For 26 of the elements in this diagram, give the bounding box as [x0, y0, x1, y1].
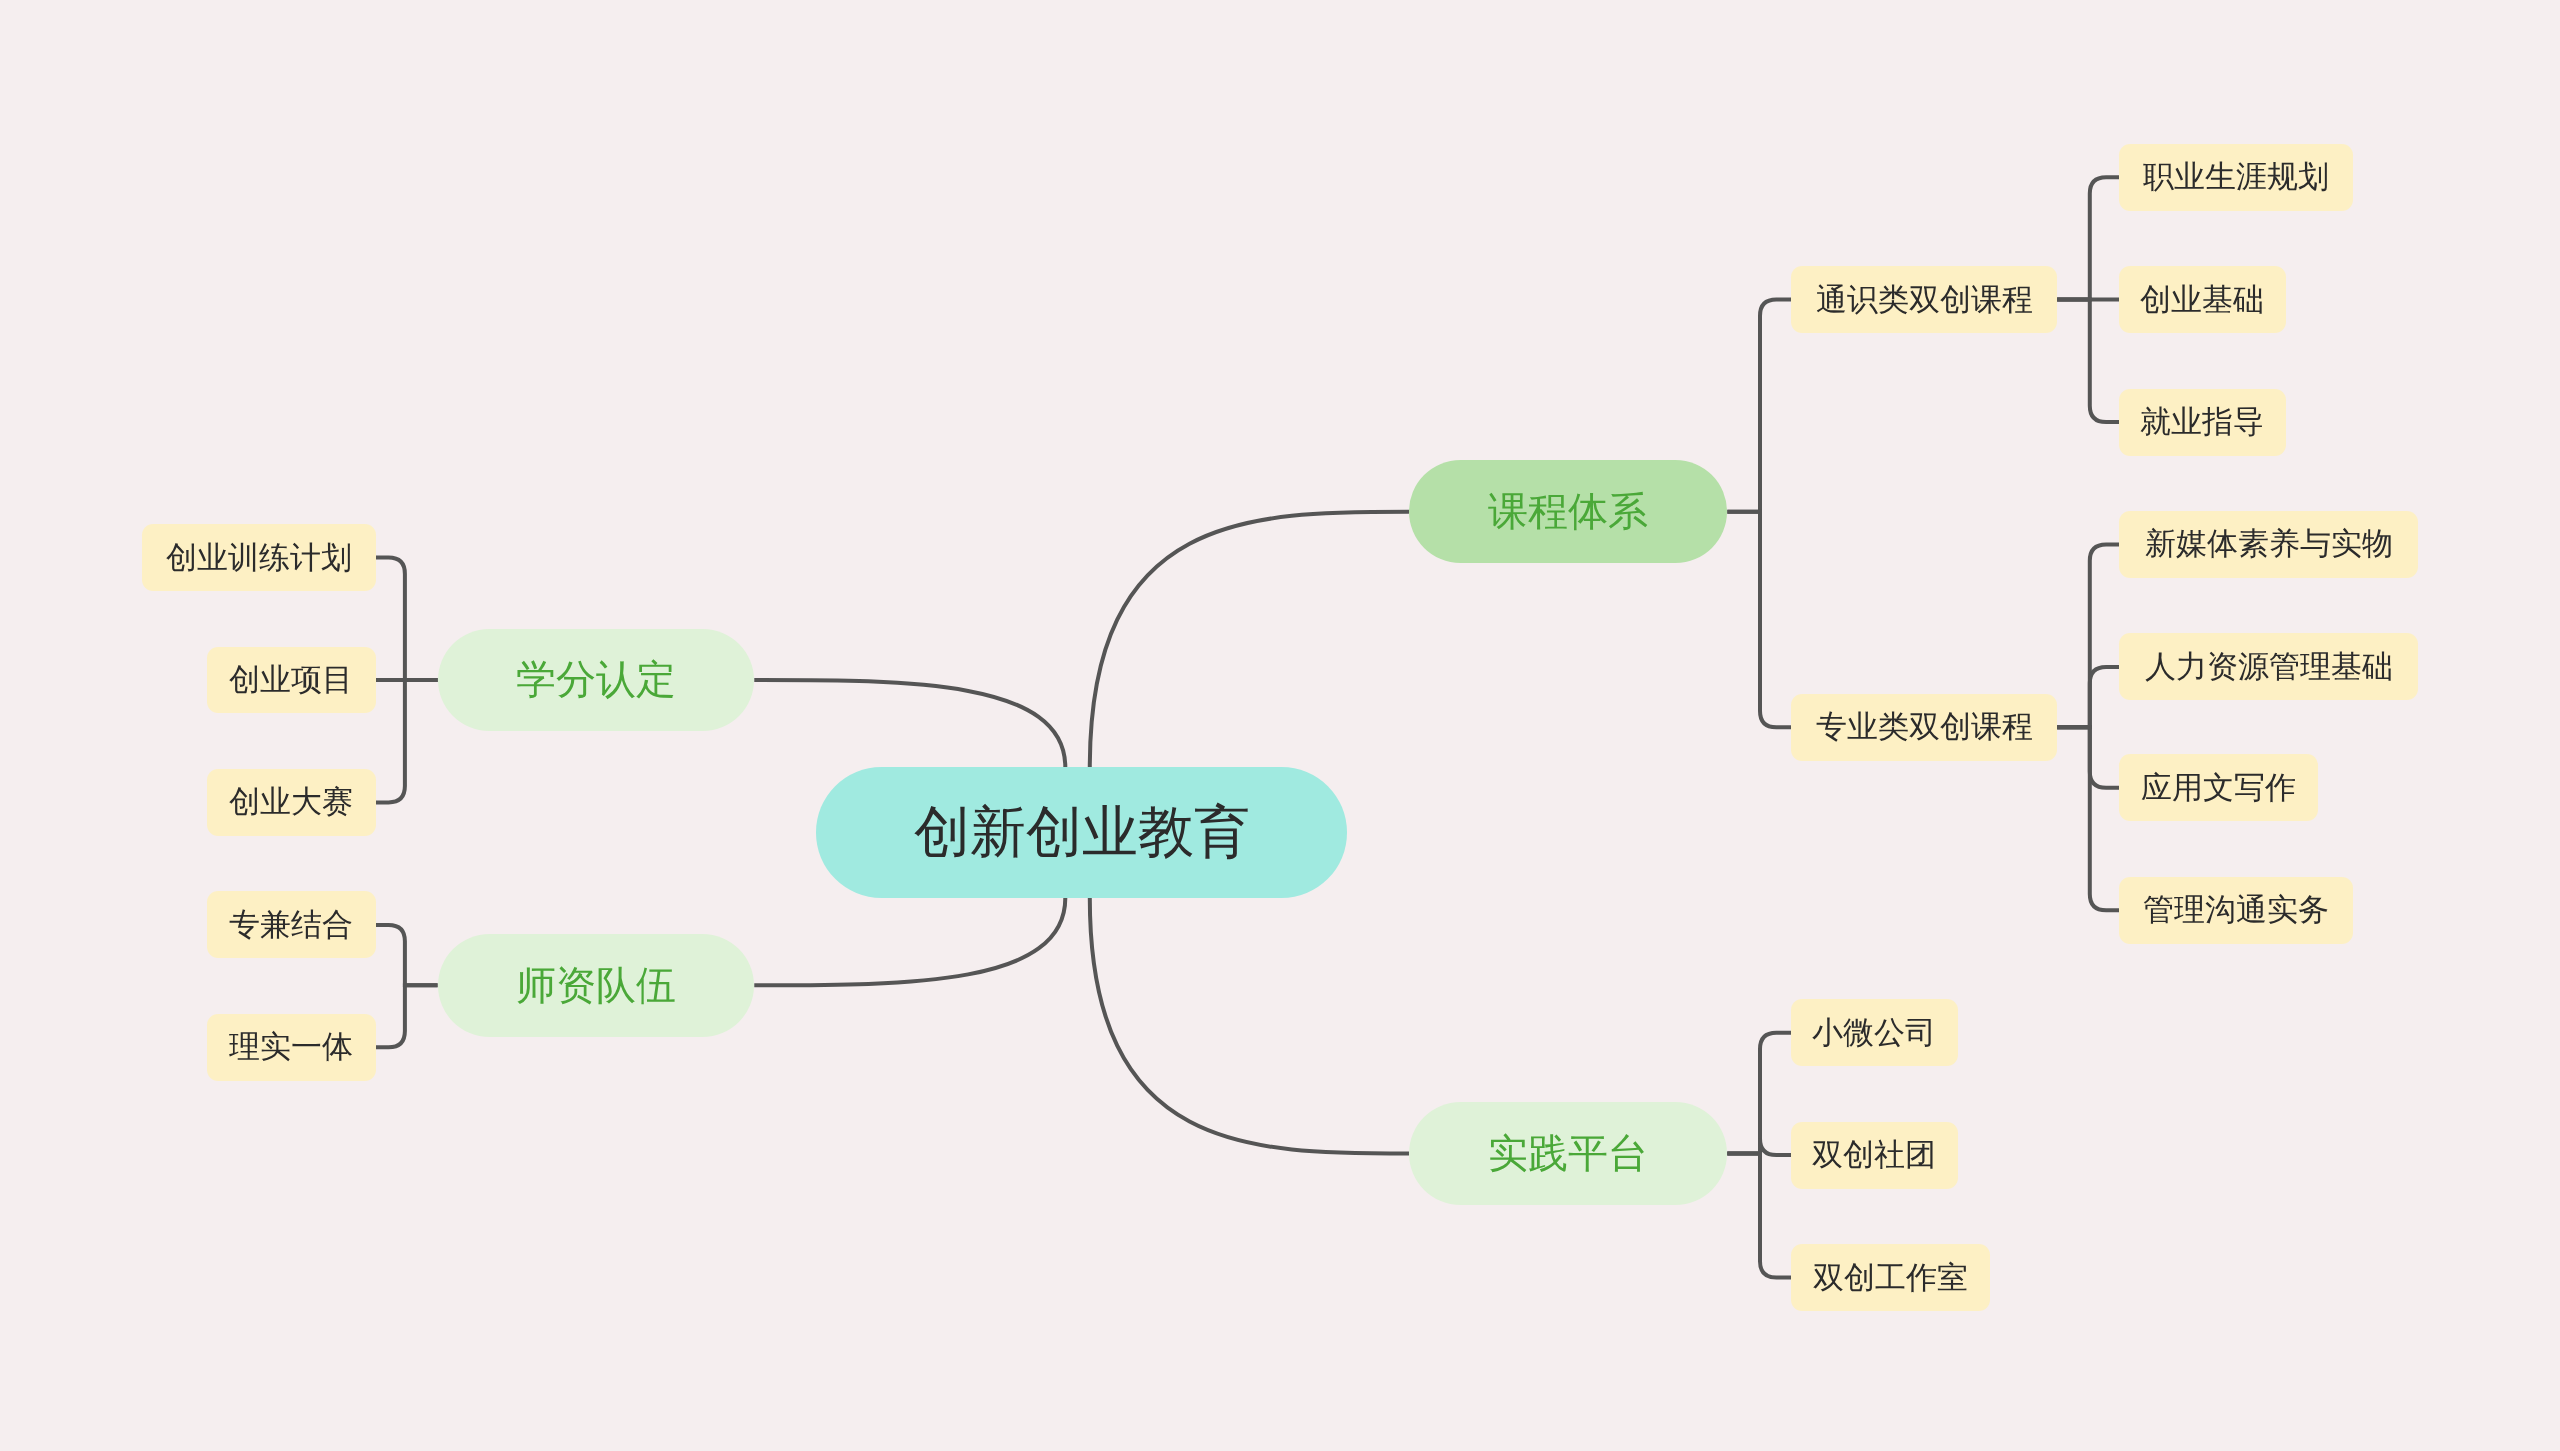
subtopic-box: 专兼结合 — [207, 891, 376, 959]
connector-line — [1087, 509, 1409, 768]
connector-line — [1087, 897, 1409, 1156]
subtopic-box: 创业基础 — [2119, 266, 2286, 334]
topic-box: 学分认定 — [437, 628, 755, 732]
subtopic-box: 应用文写作 — [2119, 754, 2319, 822]
subtopic-box: 小微公司 — [1791, 999, 1958, 1067]
subtopic-box: 专业类双创课程 — [1791, 693, 2058, 761]
central-topic: 创新创业教育 — [816, 767, 1347, 898]
subtopic-box: 双创工作室 — [1791, 1244, 1991, 1311]
connector-line — [754, 897, 1068, 988]
connector-line — [754, 678, 1068, 768]
subtopic-box: 管理沟通实务 — [2119, 876, 2353, 944]
subtopic-box: 双创社团 — [1791, 1121, 1958, 1189]
subtopic-box: 职业生涯规划 — [2119, 143, 2353, 211]
subtopic-box: 创业项目 — [207, 646, 376, 714]
subtopic-box: 创业训练计划 — [142, 524, 376, 591]
subtopic-box: 理实一体 — [207, 1013, 376, 1081]
subtopic-box: 新媒体素养与实物 — [2119, 511, 2418, 578]
topic-box: 师资队伍 — [437, 933, 755, 1037]
subtopic-box: 通识类双创课程 — [1791, 266, 2058, 334]
subtopic-box: 创业大赛 — [207, 768, 376, 836]
subtopic-box: 人力资源管理基础 — [2119, 633, 2418, 701]
topic-box: 实践平台 — [1408, 1102, 1728, 1205]
topic-box: 课程体系 — [1408, 460, 1728, 564]
subtopic-box: 就业指导 — [2119, 388, 2286, 456]
